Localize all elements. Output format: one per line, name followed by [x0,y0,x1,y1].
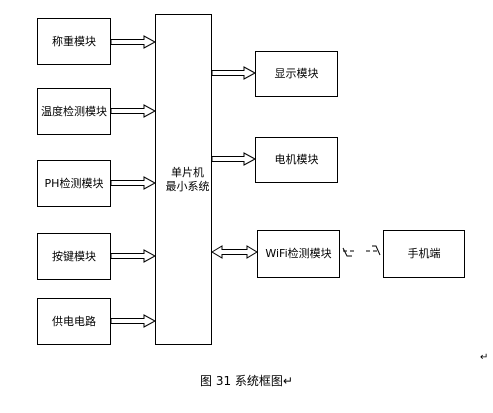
arrow-mcu-to-display [211,66,257,80]
arrow-temperature-to-mcu [110,104,157,118]
arrow-mcu-wifi-bidirectional [211,245,258,259]
arrow-weighing-to-mcu [110,35,157,49]
motor-module-label: 电机模块 [274,153,319,167]
wifi-module-label: WiFi检测模块 [265,247,332,261]
arrow-mcu-to-motor [211,152,257,166]
display-module-box: 显示模块 [255,51,338,97]
wifi-module-box: WiFi检测模块 [257,230,340,278]
motor-module-box: 电机模块 [255,137,338,183]
keys-module-label: 按键模块 [52,249,96,263]
temperature-module-label: 温度检测模块 [41,104,107,118]
mcu-minimum-system-box: 单片机 最小系统 [155,14,212,345]
mcu-label-line2: 最小系统 [165,179,210,193]
phone-box: 手机端 [383,230,465,278]
wireless-link [342,245,381,257]
arrow-power-to-mcu [110,314,157,328]
power-circuit-box: 供电电路 [37,298,111,345]
arrow-ph-to-mcu [110,176,157,190]
display-module-label: 显示模块 [274,67,319,81]
mcu-label-line1: 单片机 [171,165,204,179]
phone-label: 手机端 [407,247,441,261]
caption-paragraph-mark: ↵ [282,374,293,388]
ph-module-box: PH检测模块 [37,160,111,207]
ph-module-label: PH检测模块 [44,176,104,190]
arrow-keys-to-mcu [110,249,157,263]
weighing-module-box: 称重模块 [37,18,111,65]
weighing-module-label: 称重模块 [52,34,96,48]
power-circuit-label: 供电电路 [52,314,96,328]
figure-caption: 图 31 系统框图↵ [0,372,493,389]
paragraph-mark-right: ↵ [480,352,489,363]
figure-caption-text: 图 31 系统框图 [200,374,283,388]
temperature-module-box: 温度检测模块 [37,88,111,135]
